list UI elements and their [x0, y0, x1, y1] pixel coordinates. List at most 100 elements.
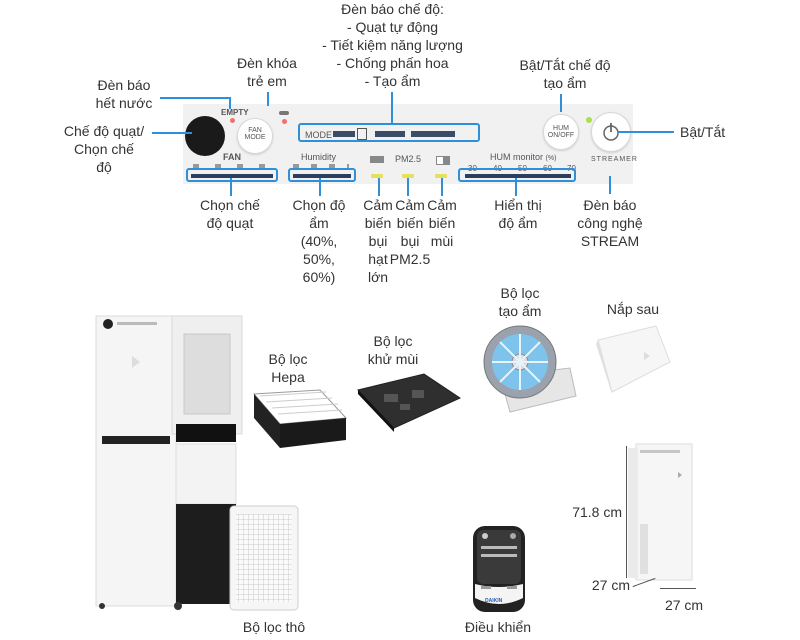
- humsel-line-4: 60%): [302, 269, 336, 285]
- mode-pollen-icon: [375, 131, 405, 137]
- mode-line-4: - Tạo ẩm: [364, 73, 421, 89]
- fan-mode-button[interactable]: FAN MODE: [237, 118, 273, 154]
- pm25-line-3: PM2.5: [389, 251, 431, 267]
- child-lock-icon: [279, 111, 289, 115]
- sensor-window: [185, 116, 225, 156]
- width-dimension-line: [660, 588, 696, 589]
- mode-line-0: Đèn báo chế độ:: [341, 1, 444, 17]
- label-power: Bật/Tắt: [680, 124, 726, 140]
- childlock-line-1: trẻ em: [247, 73, 287, 89]
- line-dust: [378, 178, 380, 196]
- deo-line-1: khử mùi: [367, 351, 419, 367]
- label-hepa: Bộ lọc Hepa: [258, 350, 318, 386]
- odor-line-1: biến: [428, 215, 456, 231]
- label-hum-filter: Bộ lọc tạo ẩm: [486, 284, 554, 320]
- odor-sensor-indicator: [435, 174, 447, 178]
- hum-monitor-highlight: [458, 168, 576, 182]
- empty-line-0: Đèn báo: [97, 77, 151, 93]
- fan-level-bar: [191, 174, 273, 178]
- humidity-label: Humidity: [301, 152, 337, 162]
- mode-line-3: - Chống phấn hoa: [336, 55, 449, 71]
- dust-sensor-icon: [370, 156, 384, 163]
- onoff-label: ON/OFF: [547, 132, 575, 139]
- fan-highlight: [186, 168, 278, 182]
- hepa-line-1: Hepa: [271, 369, 305, 385]
- fan-label: FAN: [223, 152, 241, 162]
- fanmode-line-2: độ: [96, 159, 112, 175]
- line-empty-v: [229, 97, 231, 109]
- label-dust-sensor: Cảm biến bụi hạt lớn: [356, 196, 400, 286]
- dust-sensor-indicator: [371, 174, 383, 178]
- line-fan: [230, 178, 232, 196]
- dust-line-1: biến: [364, 215, 392, 231]
- odor-line-0: Cảm: [427, 197, 457, 213]
- empty-line-1: hết nước: [95, 95, 153, 111]
- mode-label: MODE: [305, 130, 332, 140]
- pm25-label: PM2.5: [395, 154, 422, 164]
- label-child-lock: Đèn khóa trẻ em: [232, 54, 302, 90]
- label-stream: Đèn báo công nghệ STREAM: [568, 196, 652, 250]
- humidifier-filter-image: [480, 318, 580, 416]
- fanmode-line-1: Chọn chế: [74, 141, 134, 157]
- stream-line-0: Đèn báo: [583, 197, 637, 213]
- pm25-line-0: Cảm: [395, 197, 425, 213]
- height-dimension-line: [626, 446, 627, 578]
- label-width: 27 cm: [664, 597, 704, 613]
- humidity-level-icons: [293, 164, 349, 170]
- stream-line-2: STREAM: [580, 233, 640, 249]
- line-fanmode: [152, 132, 192, 134]
- humsel-line-0: Chọn độ: [292, 197, 346, 213]
- label-deodorizer: Bộ lọc khử mùi: [358, 332, 428, 368]
- humonoff-line-0: Bật/Tắt chế độ: [519, 57, 611, 73]
- hum-label: HUM: [553, 125, 569, 132]
- hum-monitor-bar: [465, 174, 571, 178]
- deo-line-0: Bộ lọc: [373, 333, 413, 349]
- fansel-line-0: Chọn chế: [200, 197, 260, 213]
- label-hum-monitor: Hiển thị độ ẩm: [480, 196, 556, 232]
- purifier-dimension-image: [626, 442, 698, 584]
- pre-filter-image: [228, 504, 300, 612]
- mode-humidify-icon: [411, 131, 455, 137]
- label-empty: Đèn báo hết nước: [86, 76, 162, 112]
- line-odor: [441, 178, 443, 196]
- label-depth: 27 cm: [591, 577, 630, 593]
- pm25-line-1: biến: [396, 215, 424, 231]
- humidity-level-bar: [293, 174, 351, 178]
- empty-label: EMPTY: [221, 108, 249, 117]
- fan-mode-label-1: FAN: [248, 127, 262, 134]
- childlock-line-0: Đèn khóa: [237, 55, 297, 71]
- label-mode-indicator: Đèn báo chế độ: - Quạt tự động - Tiết ki…: [305, 0, 480, 90]
- hummon-line-1: độ ẩm: [498, 215, 538, 231]
- streamer-label: STREAMER: [591, 156, 638, 163]
- line-pm25: [407, 178, 409, 196]
- mode-highlight: [298, 123, 480, 142]
- stream-indicator: [586, 117, 592, 123]
- mode-line-2: - Tiết kiệm năng lượng: [322, 37, 463, 53]
- label-fan-mode: Chế độ quạt/ Chọn chế độ: [58, 122, 150, 176]
- label-pre-filter: Bộ lọc thô: [242, 619, 306, 635]
- label-height: 71.8 cm: [572, 504, 622, 520]
- remote-brand: DAIKIN: [485, 598, 503, 604]
- hum-monitor-label: HUM monitor (%): [490, 152, 556, 162]
- hum-monitor-title: HUM monitor: [490, 152, 544, 162]
- pm25-line-2: bụi: [400, 233, 420, 249]
- fan-level-icons: [193, 164, 273, 170]
- purifier-open-image: [92, 314, 248, 610]
- fansel-line-1: độ quạt: [206, 215, 254, 231]
- line-humidity: [319, 178, 321, 196]
- line-empty: [160, 97, 230, 99]
- power-button[interactable]: [591, 112, 631, 152]
- fan-mode-label-2: MODE: [244, 134, 266, 141]
- hepa-line-0: Bộ lọc: [268, 351, 308, 367]
- mode-line-1: - Quạt tự động: [346, 19, 439, 35]
- hummon-line-0: Hiển thị: [494, 197, 542, 213]
- odor-sensor-icon: [436, 156, 450, 165]
- remote-image: DAIKIN: [471, 524, 527, 614]
- hepa-filter-image: [250, 388, 350, 452]
- stream-line-1: công nghệ: [577, 215, 643, 231]
- label-odor-sensor: Cảm biến mùi: [420, 196, 464, 250]
- label-humidity-select: Chọn độ ẩm (40%, 50%, 60%): [284, 196, 354, 286]
- line-humbtn: [560, 94, 562, 112]
- child-lock-indicator: [282, 119, 287, 124]
- hum-onoff-button[interactable]: HUM ON/OFF: [543, 114, 579, 150]
